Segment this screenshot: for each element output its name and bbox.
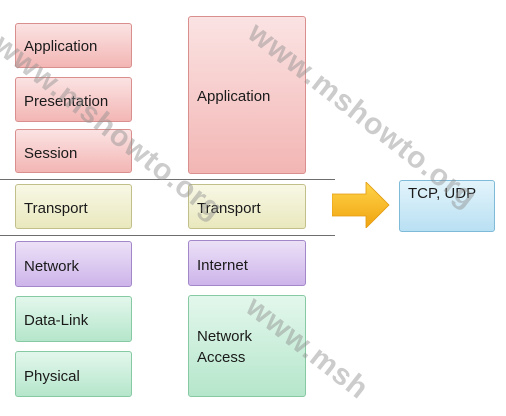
- osi-data-link-label: Data-Link: [24, 312, 89, 329]
- tcp-udp-label: TCP, UDP: [408, 185, 477, 202]
- tcpip-network-access-label-line1: Network: [197, 328, 253, 345]
- transport-divider-top: [0, 179, 335, 180]
- tcpip-transport-layer: Transport: [188, 184, 306, 229]
- tcpip-application-label: Application: [197, 88, 271, 105]
- osi-presentation-layer: Presentation: [15, 77, 132, 122]
- osi-session-label: Session: [24, 145, 78, 162]
- osi-application-label: Application: [24, 38, 98, 55]
- tcpip-network-access-layer: Network Access: [188, 295, 306, 397]
- osi-physical-label: Physical: [24, 368, 80, 385]
- tcpip-network-access-label-line2: Access: [197, 349, 246, 366]
- osi-transport-layer: Transport: [15, 184, 132, 229]
- tcpip-transport-label: Transport: [197, 200, 261, 217]
- tcpip-application-layer: Application: [188, 16, 306, 174]
- osi-network-layer: Network: [15, 241, 132, 287]
- osi-application-layer: Application: [15, 23, 132, 68]
- osi-physical-layer: Physical: [15, 351, 132, 397]
- osi-session-layer: Session: [15, 129, 132, 173]
- transport-divider-bottom: [0, 235, 335, 236]
- osi-presentation-label: Presentation: [24, 93, 109, 110]
- osi-data-link-layer: Data-Link: [15, 296, 132, 342]
- tcpip-internet-layer: Internet: [188, 240, 306, 286]
- tcp-udp-box: TCP, UDP: [399, 180, 495, 232]
- right-arrow-icon: [332, 182, 390, 228]
- osi-network-label: Network: [24, 258, 80, 275]
- tcpip-internet-label: Internet: [197, 257, 248, 274]
- osi-transport-label: Transport: [24, 200, 88, 217]
